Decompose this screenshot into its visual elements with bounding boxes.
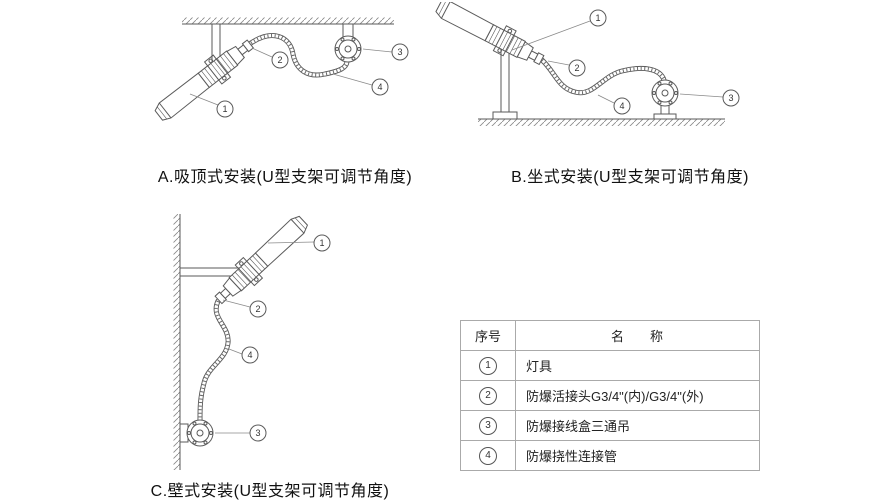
flexible-conduit [248, 33, 350, 78]
callout-1: 1 [189, 93, 234, 118]
lamp [431, 2, 549, 73]
table-row: 2 防爆活接头G3/4"(内)/G3/4"(外) [460, 380, 760, 411]
junction-box-base [653, 113, 677, 120]
flexible-conduit [539, 57, 667, 96]
caption-wall-mount: C.壁式安装(U型支架可调节角度) [150, 483, 390, 500]
part-name: 防爆挠性连接管 [515, 440, 760, 471]
callout-4: 4 [597, 94, 631, 115]
svg-text:2: 2 [277, 55, 282, 65]
callout-1: 1 [511, 9, 607, 51]
parts-table-header-row: 序号 名 称 [460, 320, 760, 351]
ceiling-mount-diagram: 1 2 3 4 [149, 17, 409, 127]
callout-4: 4 [228, 346, 259, 364]
table-row: 1 灯具 [460, 350, 760, 381]
table-row: 4 防爆挠性连接管 [460, 440, 760, 471]
mount-post [500, 45, 510, 120]
svg-text:4: 4 [377, 82, 382, 92]
svg-text:1: 1 [222, 104, 227, 114]
post-base [492, 111, 518, 120]
junction-box [186, 419, 214, 447]
svg-text:2: 2 [574, 63, 579, 73]
callout-1: 1 [267, 234, 331, 252]
row-number-badge: 1 [479, 357, 497, 375]
header-name: 名 称 [515, 320, 760, 351]
row-number-badge: 4 [479, 447, 497, 465]
svg-text:1: 1 [595, 13, 600, 23]
callout-2: 2 [547, 59, 586, 77]
svg-text:3: 3 [728, 93, 733, 103]
callout-3: 3 [362, 43, 409, 61]
table-row: 3 防爆接线盒三通吊 [460, 410, 760, 441]
part-name: 灯具 [515, 350, 760, 381]
svg-text:3: 3 [255, 428, 260, 438]
svg-text:2: 2 [255, 304, 260, 314]
junction-box [651, 79, 679, 107]
callout-4: 4 [332, 73, 389, 96]
svg-text:4: 4 [247, 350, 252, 360]
ground-surface [478, 118, 725, 126]
callout-2: 2 [222, 299, 267, 318]
lamp [208, 210, 314, 311]
wall-mount-diagram: 1 2 4 3 [173, 210, 331, 470]
callout-2: 2 [251, 47, 289, 69]
callout-3: 3 [215, 424, 267, 442]
caption-pedestal-mount: B.坐式安装(U型支架可调节角度) [511, 169, 749, 186]
flexible-conduit [197, 298, 231, 423]
svg-text:4: 4 [619, 101, 624, 111]
row-number-badge: 3 [479, 417, 497, 435]
callout-3: 3 [679, 89, 740, 107]
caption-ceiling-mount: A.吸顶式安装(U型支架可调节角度) [157, 169, 413, 186]
junction-box [334, 35, 362, 63]
row-number-badge: 2 [479, 387, 497, 405]
part-name: 防爆接线盒三通吊 [515, 410, 760, 441]
header-index: 序号 [460, 320, 516, 351]
wall-surface [173, 214, 181, 470]
ceiling-surface [182, 17, 394, 25]
svg-text:1: 1 [319, 238, 324, 248]
parts-table: 序号 名 称 1 灯具 2 防爆活接头G3/4"(内)/G3/4"(外) 3 防… [460, 320, 760, 471]
junction-box-stub [342, 23, 354, 38]
svg-text:3: 3 [397, 47, 402, 57]
part-name: 防爆活接头G3/4"(内)/G3/4"(外) [515, 380, 760, 411]
lamp [149, 32, 260, 127]
pedestal-mount-diagram: 1 2 3 4 [431, 2, 740, 126]
